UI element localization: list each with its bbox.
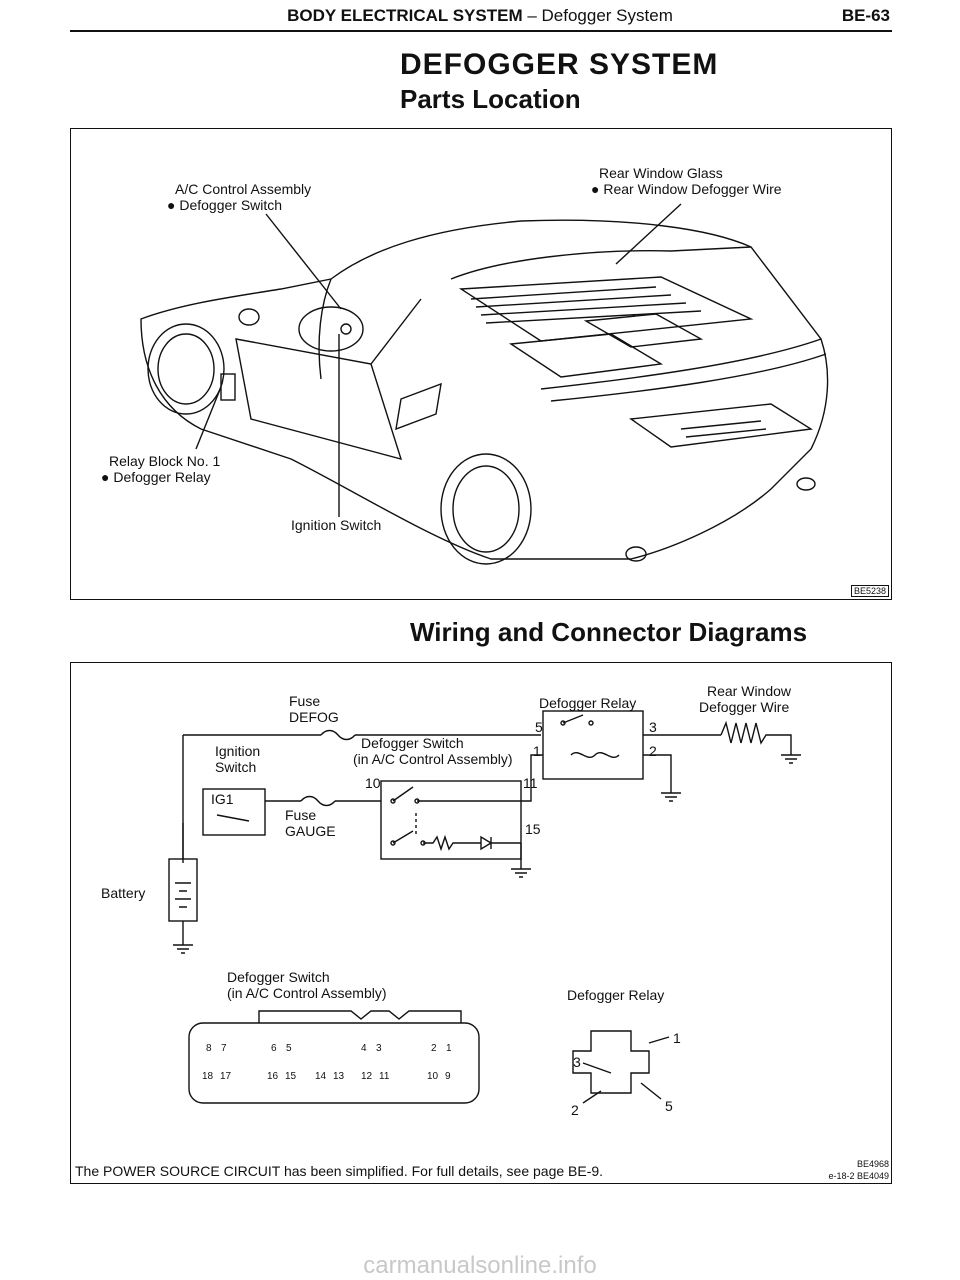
parts-location-heading: Parts Location (400, 84, 581, 114)
pin-label: 14 (315, 1071, 327, 1082)
wiring-panel: 8 7 6 5 4 3 2 1 18 17 16 15 14 13 12 11 … (70, 662, 892, 1184)
page-number: BE-63 (841, 6, 890, 25)
pin-label: 16 (267, 1071, 279, 1082)
pin-label: 12 (361, 1071, 373, 1082)
figure-code-1: BE4968 (856, 1159, 889, 1169)
label-battery: Battery (101, 885, 146, 901)
pin-15: 15 (525, 821, 541, 837)
watermark: carmanualsonline.info (363, 1252, 597, 1279)
pin-label: 7 (221, 1043, 227, 1054)
pin-label: 3 (376, 1043, 382, 1054)
pin-label: 9 (445, 1071, 451, 1082)
label-ignition-switch: Switch (215, 759, 257, 775)
wiring-heading: Wiring and Connector Diagrams (410, 617, 808, 647)
label-defogger-switch-sub: (in A/C Control Assembly) (353, 751, 513, 767)
footnote: The POWER SOURCE CIRCUIT has been simpli… (75, 1163, 604, 1179)
header-rule (70, 30, 892, 32)
running-header: BODY ELECTRICAL SYSTEM – Defogger System (0, 6, 960, 26)
relay-connector-pins: 1 3 5 2 (571, 1030, 681, 1118)
label-ac-control: A/C Control Assembly (175, 181, 312, 197)
label-ignition-switch: Ignition Switch (291, 517, 382, 533)
pin-label: 13 (333, 1071, 345, 1082)
label-relay-block-sub: ● Defogger Relay (101, 469, 211, 485)
pin-1: 1 (533, 743, 541, 759)
label-ignition: Ignition (215, 743, 261, 759)
pin-5: 5 (535, 719, 543, 735)
pin-10: 10 (365, 775, 381, 791)
connector-relay-title: Defogger Relay (567, 987, 665, 1003)
switch-connector-pins: 8 7 6 5 4 3 2 1 18 17 16 15 14 13 12 11 … (202, 1043, 452, 1082)
pin-label: 2 (431, 1043, 437, 1054)
pin-label: 11 (379, 1071, 390, 1082)
pin-label: 17 (220, 1071, 232, 1082)
relay-pin-label: 3 (573, 1054, 581, 1070)
car-illustration (140, 203, 829, 565)
header-subsection: – Defogger System (522, 6, 673, 25)
label-rear-glass: Rear Window Glass (599, 165, 723, 181)
relay-pin-label: 1 (673, 1030, 681, 1046)
pin-2: 2 (649, 743, 657, 759)
pin-label: 18 (202, 1071, 214, 1082)
relay-pin-label: 5 (665, 1098, 673, 1114)
label-rear-glass-sub: ● Rear Window Defogger Wire (591, 181, 782, 197)
label-rear-window: Rear Window (707, 683, 792, 699)
wiring-schematic: 8 7 6 5 4 3 2 1 18 17 16 15 14 13 12 11 … (168, 710, 801, 1118)
label-fuse-gauge-name: GAUGE (285, 823, 336, 839)
pin-label: 5 (286, 1043, 292, 1054)
pin-11: 11 (523, 775, 538, 791)
label-defogger-relay: Defogger Relay (539, 695, 637, 711)
label-fuse-defog: Fuse (289, 693, 321, 709)
label-ac-control-sub: ● Defogger Switch (167, 197, 283, 213)
connector-switch-subtitle: (in A/C Control Assembly) (227, 985, 387, 1001)
pin-label: 6 (271, 1043, 277, 1054)
label-rear-window-wire: Defogger Wire (699, 699, 790, 715)
pin-3: 3 (649, 719, 657, 735)
label-relay-block: Relay Block No. 1 (109, 453, 221, 469)
pin-label: 10 (427, 1071, 439, 1082)
label-fuse-gauge: Fuse (285, 807, 317, 823)
page-title: DEFOGGER SYSTEM (400, 48, 719, 81)
header-section: BODY ELECTRICAL SYSTEM (287, 6, 523, 25)
label-ig1: IG1 (211, 791, 234, 807)
relay-pin-label: 2 (571, 1102, 579, 1118)
pin-label: 8 (206, 1043, 212, 1054)
figure-code-2: e-18-2 BE4049 (828, 1171, 889, 1181)
label-defogger-switch: Defogger Switch (361, 735, 464, 751)
parts-location-panel: A/C Control Assembly ● Defogger Switch R… (70, 128, 892, 600)
label-fuse-defog-name: DEFOG (289, 709, 339, 725)
figure-code-parts: BE5238 (850, 585, 889, 597)
pin-label: 4 (361, 1043, 367, 1054)
pin-label: 1 (446, 1043, 452, 1054)
connector-switch-title: Defogger Switch (227, 969, 330, 985)
pin-label: 15 (285, 1071, 297, 1082)
